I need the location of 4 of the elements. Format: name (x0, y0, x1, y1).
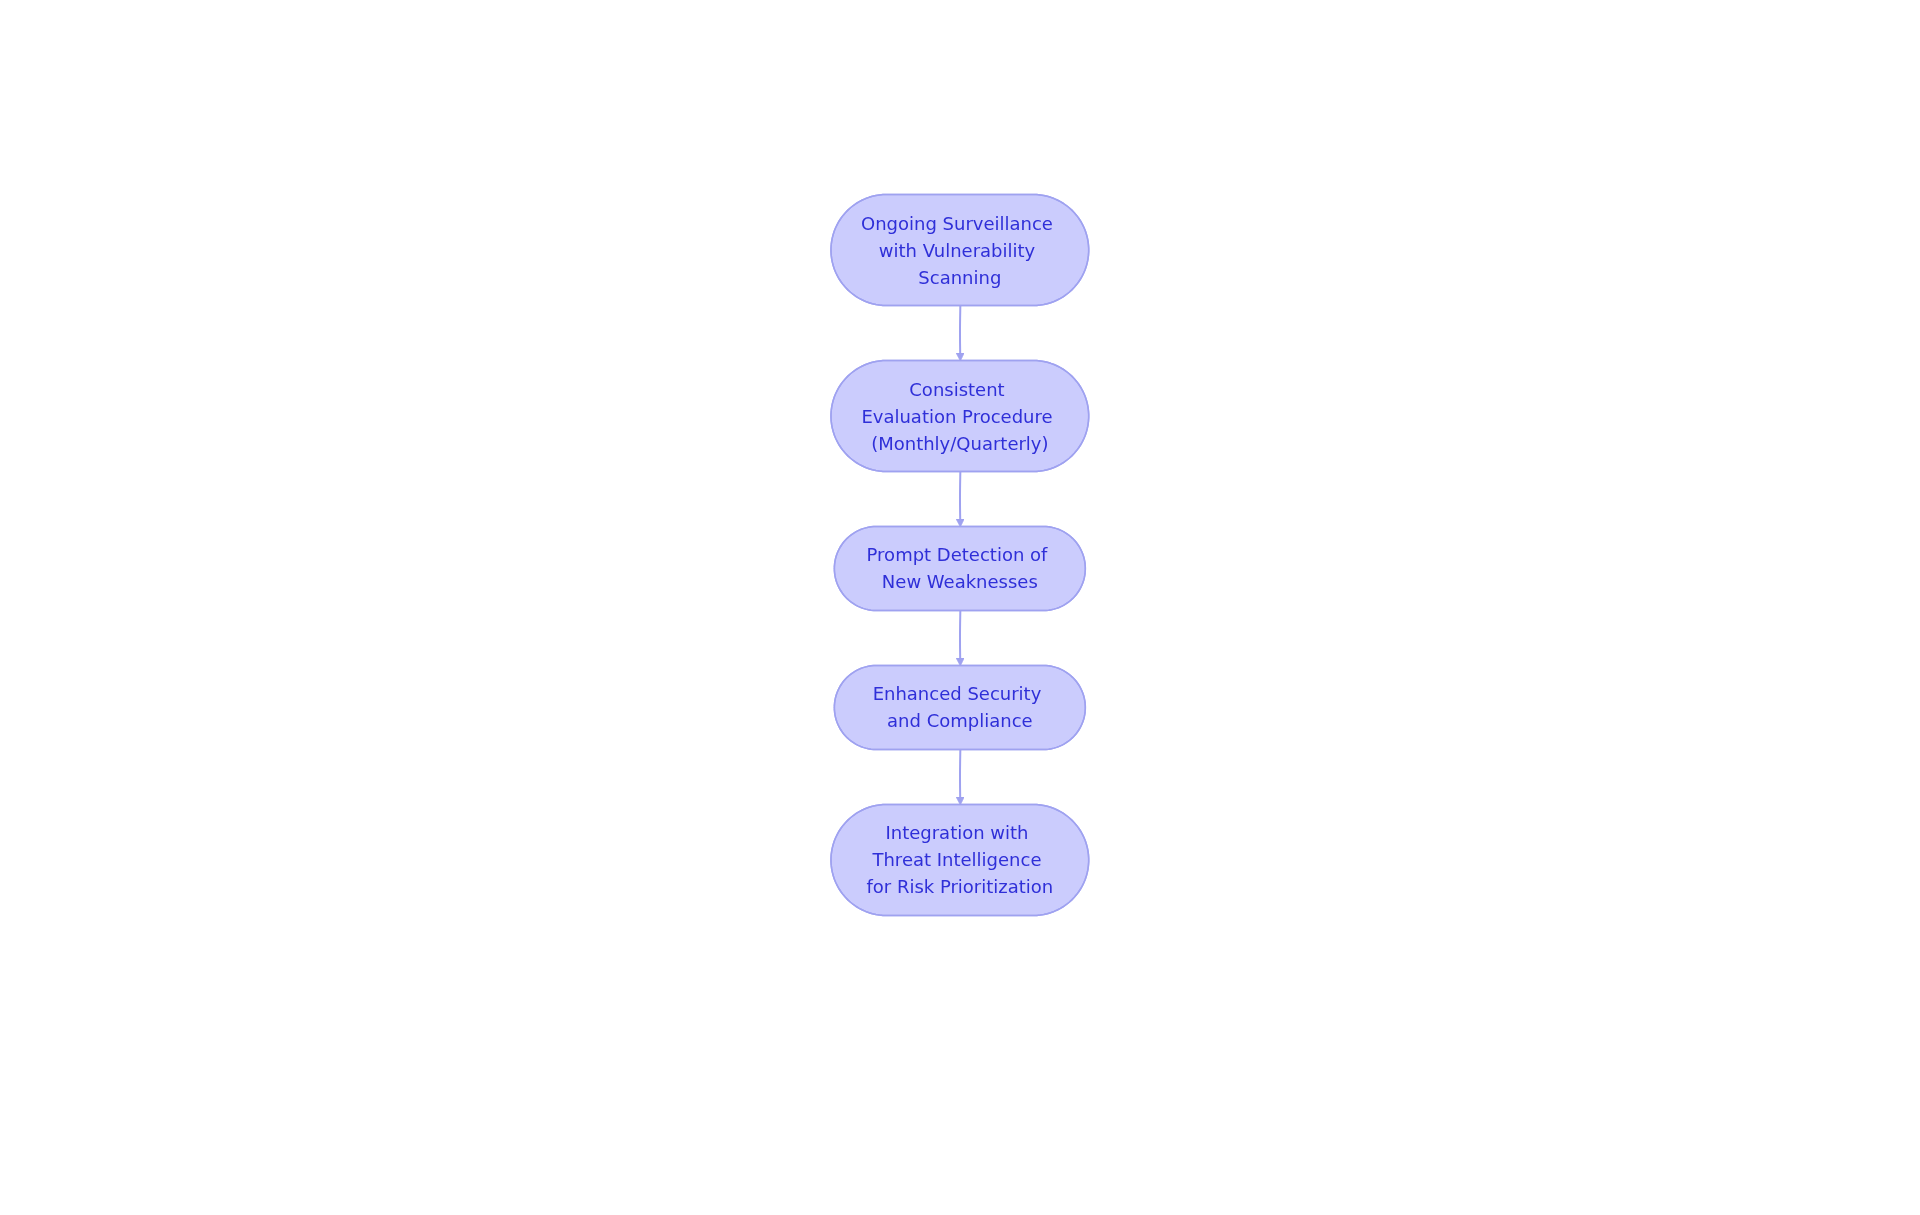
arrow (955, 749, 965, 806)
arrow (955, 610, 965, 667)
arrow (955, 305, 965, 362)
arrow (955, 471, 965, 528)
